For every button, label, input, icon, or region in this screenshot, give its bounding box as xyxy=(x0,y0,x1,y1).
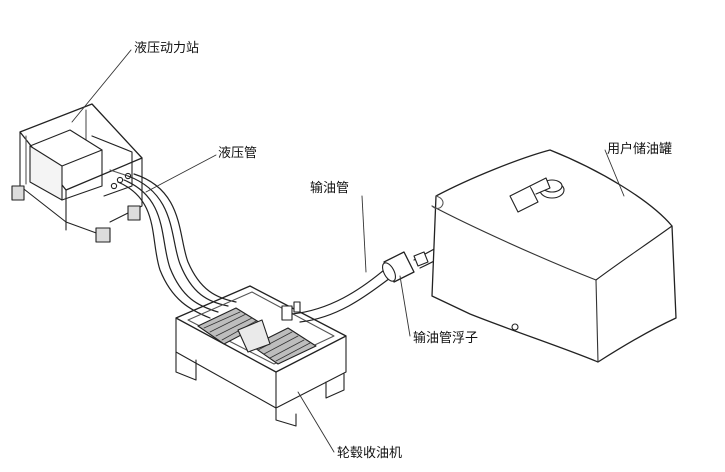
leader-lines xyxy=(71,49,625,453)
hydraulic-power-station xyxy=(11,103,143,243)
hydraulic-hoses xyxy=(117,173,237,319)
user-storage-tank xyxy=(431,149,677,363)
oil-pipe-float xyxy=(382,251,429,283)
storage-tank-label: 用户储油罐 xyxy=(607,142,673,157)
skimmer-label: 轮毂收油机 xyxy=(337,446,403,461)
wheel-hub-skimmer xyxy=(175,285,347,427)
power-station-label: 液压动力站 xyxy=(134,41,200,56)
hydraulic-hose-label: 液压管 xyxy=(218,146,258,161)
oil-pipe-label: 输油管 xyxy=(310,181,350,196)
pipe-float-label: 输油管浮子 xyxy=(413,331,479,346)
